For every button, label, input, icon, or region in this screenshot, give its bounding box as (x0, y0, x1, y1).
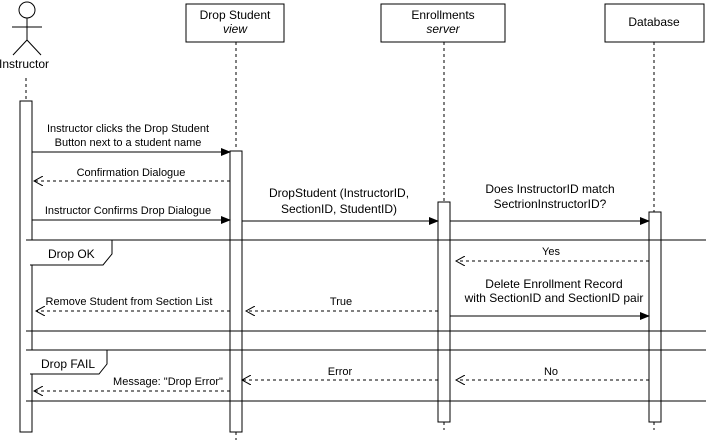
message-label: DropStudent (InstructorID, (269, 186, 409, 200)
participant-stereotype: server (426, 22, 460, 36)
fragment-drop-fail (26, 349, 706, 402)
fragment-label-fail: Drop FAIL (41, 357, 95, 371)
message-label: Error (328, 366, 353, 378)
participant-drop-student: Drop Student view (185, 3, 285, 43)
message-label: Confirmation Dialogue (77, 167, 186, 179)
message-label: Instructor clicks the Drop Student (47, 123, 209, 135)
message-label: Instructor Confirms Drop Dialogue (45, 205, 211, 217)
message-label: SectionID, StudentID) (281, 202, 397, 216)
lifelines (25, 42, 655, 440)
participant-database: Database (604, 3, 705, 43)
message-label: Yes (542, 246, 560, 258)
message-label: Message: "Drop Error" (113, 376, 223, 388)
actor-label: Instructor (0, 57, 49, 71)
message-label: Remove Student from Section List (46, 296, 213, 308)
fragment-drop-ok (26, 239, 706, 332)
activation-bar-database (648, 211, 662, 423)
participant-enrollments: Enrollments server (380, 3, 506, 43)
activation-bar-instructor (19, 100, 33, 433)
message-label: with SectionID and SectionID pair (464, 291, 644, 305)
message-label: True (330, 296, 352, 308)
participant-stereotype: view (223, 22, 248, 36)
participant-name: Enrollments (411, 8, 474, 22)
message-label: SectrionInstructorID? (494, 197, 607, 211)
actor-figure (12, 1, 42, 56)
message-label: Button next to a student name (55, 137, 202, 149)
activation-bar-drop-student (229, 150, 243, 433)
message-label: No (544, 366, 558, 378)
message-label: Delete Enrollment Record (485, 277, 622, 291)
activation-bar-enrollments (437, 201, 451, 423)
message-label: Does InstructorID match (485, 182, 614, 196)
fragment-label-ok: Drop OK (48, 247, 95, 261)
participant-name: Drop Student (200, 8, 271, 22)
participant-name: Database (628, 15, 680, 29)
